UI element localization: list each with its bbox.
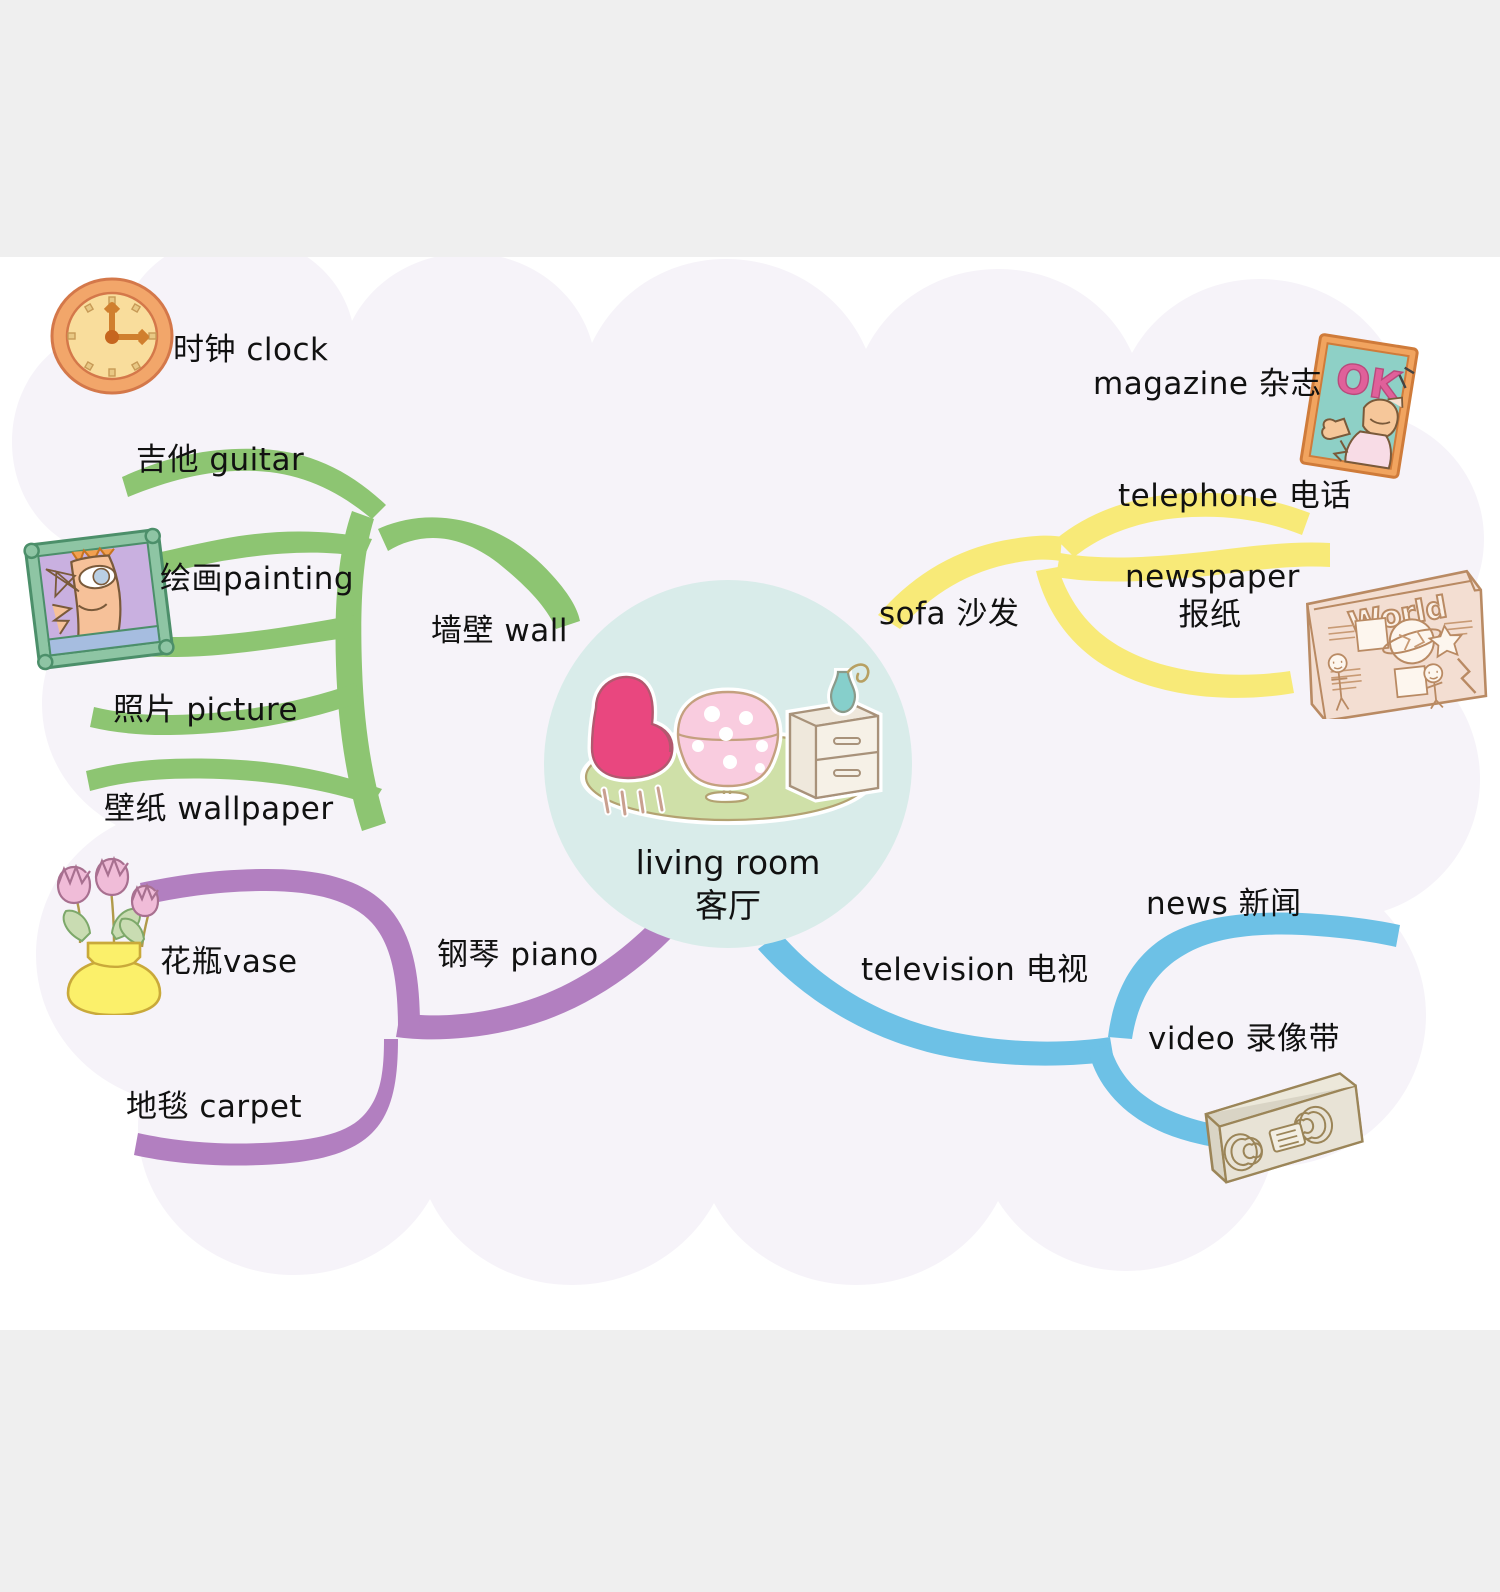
center-label-en: living room bbox=[635, 843, 821, 882]
label-magazine[interactable]: magazine 杂志 bbox=[1093, 366, 1322, 402]
framed-painting-icon bbox=[23, 527, 175, 671]
branch-path-sofa bbox=[878, 492, 1330, 698]
label-picture[interactable]: 照片 picture bbox=[113, 692, 299, 728]
label-news[interactable]: news 新闻 bbox=[1146, 886, 1302, 922]
label-clock[interactable]: 时钟 clock bbox=[173, 332, 329, 368]
label-telephone[interactable]: telephone 电话 bbox=[1118, 478, 1352, 514]
branch-edges bbox=[86, 448, 1400, 1166]
living-room-illustration bbox=[580, 663, 883, 825]
magazine-ok-icon: OK bbox=[1299, 333, 1419, 479]
label-branch-piano[interactable]: 钢琴 piano bbox=[437, 937, 599, 973]
center-label-cn: 客厅 bbox=[695, 885, 761, 925]
label-video[interactable]: video 录像带 bbox=[1148, 1021, 1341, 1057]
center-node-label: living room 客厅 bbox=[544, 842, 912, 928]
label-carpet[interactable]: 地毯 carpet bbox=[126, 1089, 303, 1125]
bottom-letterbox-band bbox=[0, 1330, 1500, 1592]
label-branch-television[interactable]: television 电视 bbox=[861, 952, 1089, 988]
label-vase[interactable]: 花瓶vase bbox=[160, 944, 298, 980]
label-newspaper-cn: 报纸 bbox=[1178, 596, 1242, 633]
label-wallpaper[interactable]: 壁纸 wallpaper bbox=[104, 791, 334, 827]
top-letterbox-band bbox=[0, 0, 1500, 257]
label-guitar[interactable]: 吉他 guitar bbox=[136, 442, 305, 478]
mindmap-canvas: living room 客厅 bbox=[0, 257, 1500, 1330]
newspaper-world-icon: World bbox=[1305, 569, 1488, 719]
label-painting[interactable]: 绘画painting bbox=[160, 561, 355, 597]
clock-icon bbox=[50, 277, 174, 395]
label-newspaper-en: newspaper bbox=[1125, 559, 1300, 595]
vhs-cassette-icon bbox=[1204, 1072, 1364, 1184]
flower-vase-icon bbox=[56, 855, 162, 1015]
label-branch-sofa[interactable]: sofa 沙发 bbox=[879, 596, 1020, 632]
label-branch-wall[interactable]: 墙壁 wall bbox=[431, 613, 568, 649]
label-newspaper[interactable]: newspaper 报纸 bbox=[1125, 559, 1299, 635]
